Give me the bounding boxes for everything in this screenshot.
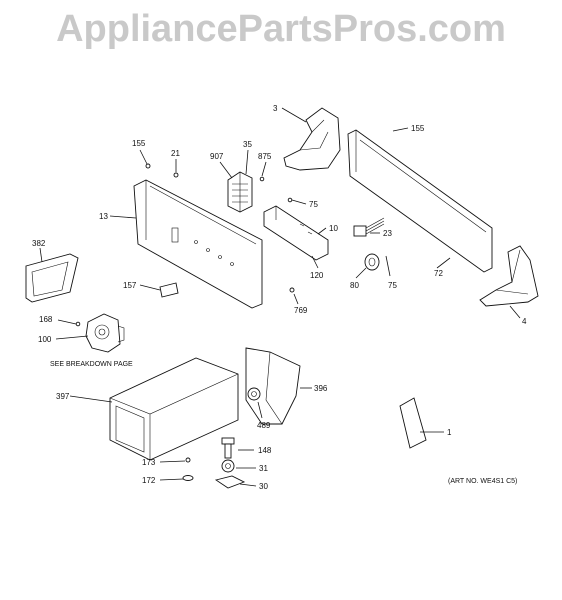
label-10: 10 bbox=[329, 224, 338, 233]
label-489: 489 bbox=[257, 421, 271, 430]
label-769: 769 bbox=[294, 306, 308, 315]
label-23: 23 bbox=[383, 229, 392, 238]
site-watermark: AppliancePartsPros.com bbox=[56, 8, 506, 50]
label-31: 31 bbox=[259, 464, 268, 473]
label-3: 3 bbox=[273, 104, 278, 113]
part-31-gear bbox=[221, 459, 235, 473]
label-382: 382 bbox=[32, 239, 46, 248]
part-13-control-panel bbox=[133, 179, 263, 309]
part-157-clip bbox=[159, 282, 179, 298]
part-489-gear bbox=[247, 387, 261, 401]
part-148-bolt bbox=[221, 437, 235, 459]
label-75-bottom: 75 bbox=[388, 281, 397, 290]
label-148: 148 bbox=[258, 446, 272, 455]
label-172: 172 bbox=[142, 476, 156, 485]
label-155-left: 155 bbox=[132, 139, 146, 148]
label-75-top: 75 bbox=[309, 200, 318, 209]
label-100: 100 bbox=[38, 335, 52, 344]
part-3-bracket bbox=[283, 107, 341, 171]
label-35: 35 bbox=[243, 140, 252, 149]
part-80-knob bbox=[364, 253, 380, 271]
label-173: 173 bbox=[142, 458, 156, 467]
label-120: 120 bbox=[310, 271, 324, 280]
label-21: 21 bbox=[171, 149, 180, 158]
part-30-plate bbox=[214, 475, 246, 489]
part-120-board bbox=[263, 205, 329, 261]
part-396-shroud bbox=[245, 347, 301, 425]
label-168: 168 bbox=[39, 315, 53, 324]
part-4-bracket bbox=[479, 245, 539, 307]
art-number: (ART NO. WE4S1 C5) bbox=[448, 478, 517, 485]
part-397-duct bbox=[109, 357, 239, 461]
part-382-bracket bbox=[25, 253, 79, 303]
see-breakdown-note: SEE BREAKDOWN PAGE bbox=[50, 361, 133, 368]
label-1: 1 bbox=[447, 428, 452, 437]
label-396: 396 bbox=[314, 384, 328, 393]
part-23-connector bbox=[353, 217, 385, 237]
label-30: 30 bbox=[259, 482, 268, 491]
label-397: 397 bbox=[56, 392, 70, 401]
part-1-manual bbox=[399, 397, 427, 449]
part-72-panel bbox=[347, 129, 493, 273]
label-13: 13 bbox=[99, 212, 108, 221]
label-875: 875 bbox=[258, 152, 272, 161]
label-80: 80 bbox=[350, 281, 359, 290]
label-157: 157 bbox=[123, 281, 137, 290]
part-100-motor bbox=[85, 313, 125, 353]
label-72: 72 bbox=[434, 269, 443, 278]
part-907-switch-block bbox=[227, 171, 253, 213]
label-907: 907 bbox=[210, 152, 224, 161]
label-155-right: 155 bbox=[411, 124, 425, 133]
label-4: 4 bbox=[522, 317, 527, 326]
